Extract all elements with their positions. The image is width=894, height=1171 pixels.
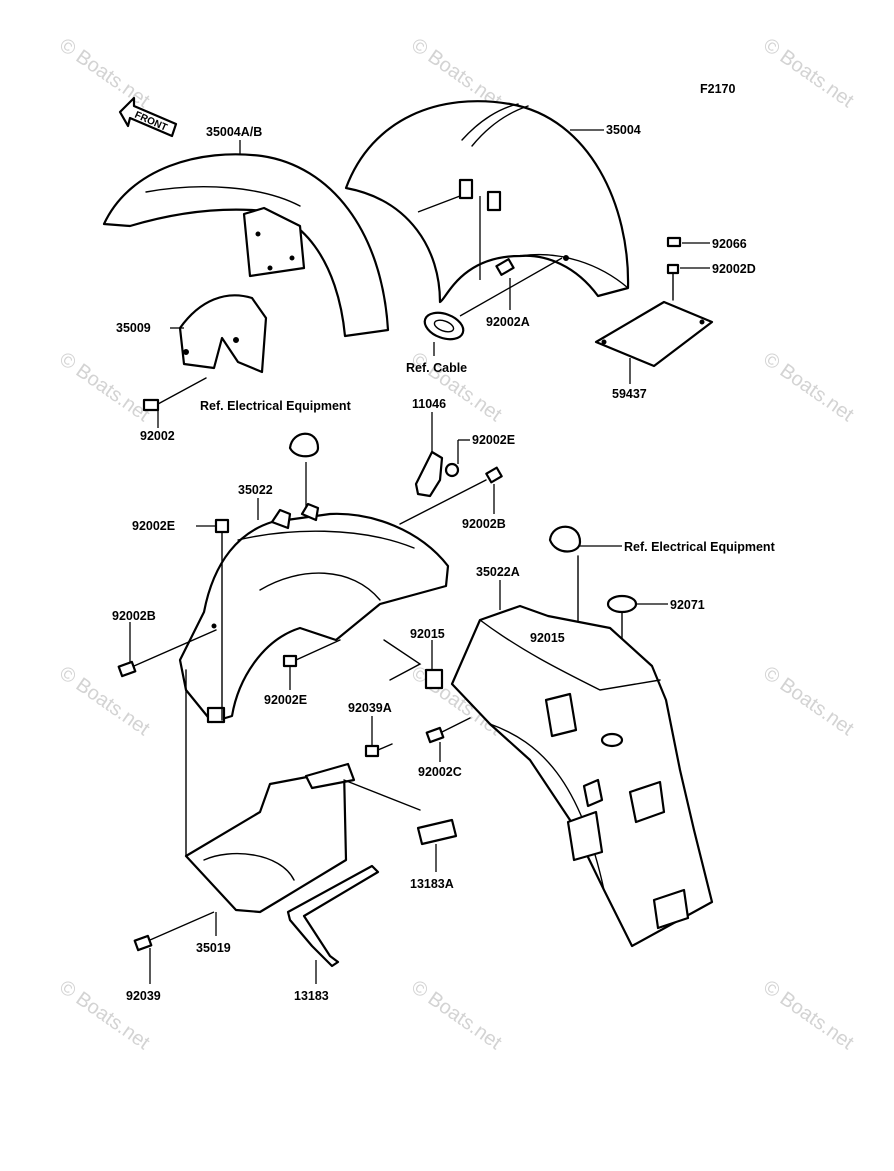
- part-labels: 35004A/B 35004 92066 92002D 92002A 35009…: [112, 123, 776, 1003]
- inner-fender-35022: [178, 498, 450, 724]
- label-35022: 35022: [238, 483, 273, 497]
- label-92015-a: 92015: [410, 627, 445, 641]
- bolt-92002c-icon: [425, 717, 471, 762]
- bolt-92002b-right-icon: [399, 466, 503, 525]
- label-11046: 11046: [412, 397, 446, 411]
- bolt-92002b-left-icon: [117, 622, 217, 678]
- nut-92039a-icon: [364, 716, 393, 758]
- label-92015-b: 92015: [530, 631, 565, 645]
- bracket-13183: [286, 864, 380, 984]
- front-arrow-icon: FRONT: [118, 96, 178, 138]
- watermark: © Boats.net: [759, 348, 858, 426]
- label-92039a: 92039A: [348, 701, 392, 715]
- watermark: © Boats.net: [55, 976, 154, 1054]
- label-ref-electrical-top: Ref. Electrical Equipment: [200, 399, 352, 413]
- watermark: © Boats.net: [759, 976, 858, 1054]
- label-92002c: 92002C: [418, 765, 462, 779]
- watermark: © Boats.net: [55, 348, 154, 426]
- electrical-grommet-top: [288, 432, 320, 510]
- label-92002a: 92002A: [486, 315, 530, 329]
- label-92002b-right: 92002B: [462, 517, 506, 531]
- rear-fender: [344, 100, 630, 304]
- undertray-35019: [149, 669, 421, 941]
- clamp-11046: [414, 412, 444, 498]
- bolt-92002a-icon: [495, 258, 515, 310]
- label-92066: 92066: [712, 237, 747, 251]
- label-92071: 92071: [670, 598, 705, 612]
- bolt-92002-icon: [142, 377, 207, 428]
- label-92002e-mid: 92002E: [264, 693, 307, 707]
- diagram-code: F2170: [700, 82, 735, 96]
- label-35004: 35004: [606, 123, 641, 137]
- label-92002b-left: 92002B: [112, 609, 156, 623]
- label-35004ab: 35004A/B: [206, 125, 262, 139]
- watermark: © Boats.net: [55, 662, 154, 740]
- grommet-92066: [666, 236, 710, 248]
- watermark: © Boats.net: [759, 662, 858, 740]
- label-59437: 59437: [612, 387, 647, 401]
- watermark: © Boats.net: [407, 976, 506, 1054]
- bolt-92002e-mid-icon: [282, 639, 341, 690]
- label-92039: 92039: [126, 989, 161, 1003]
- label-ref-electrical-right: Ref. Electrical Equipment: [624, 540, 776, 554]
- cable-grommet: [423, 257, 563, 356]
- label-13183: 13183: [294, 989, 329, 1003]
- label-92002e-left: 92002E: [132, 519, 175, 533]
- watermark: © Boats.net: [407, 348, 506, 426]
- front-fender: [102, 153, 390, 338]
- watermark: © Boats.net: [759, 34, 858, 112]
- bolt-92002e-left-icon: [196, 518, 230, 721]
- label-35022a: 35022A: [476, 565, 520, 579]
- plate-59437: [594, 300, 714, 384]
- watermark: © Boats.net: [55, 34, 154, 112]
- label-92002d: 92002D: [712, 262, 756, 276]
- label-92002: 92002: [140, 429, 175, 443]
- bolt-92002d-icon: [666, 263, 710, 301]
- rear-fender-35022a: [450, 580, 714, 948]
- screw-92039-icon: [133, 934, 153, 984]
- label-35019: 35019: [196, 941, 231, 955]
- label-92002e-top: 92002E: [472, 433, 515, 447]
- label-ref-cable: Ref. Cable: [406, 361, 467, 375]
- nut-92002e-top-icon: [444, 439, 470, 478]
- clip-92015-a: [383, 639, 444, 690]
- bracket-13183a: [416, 818, 458, 872]
- cover-35009: [170, 294, 268, 374]
- label-13183a: 13183A: [410, 877, 454, 891]
- label-35009: 35009: [116, 321, 151, 335]
